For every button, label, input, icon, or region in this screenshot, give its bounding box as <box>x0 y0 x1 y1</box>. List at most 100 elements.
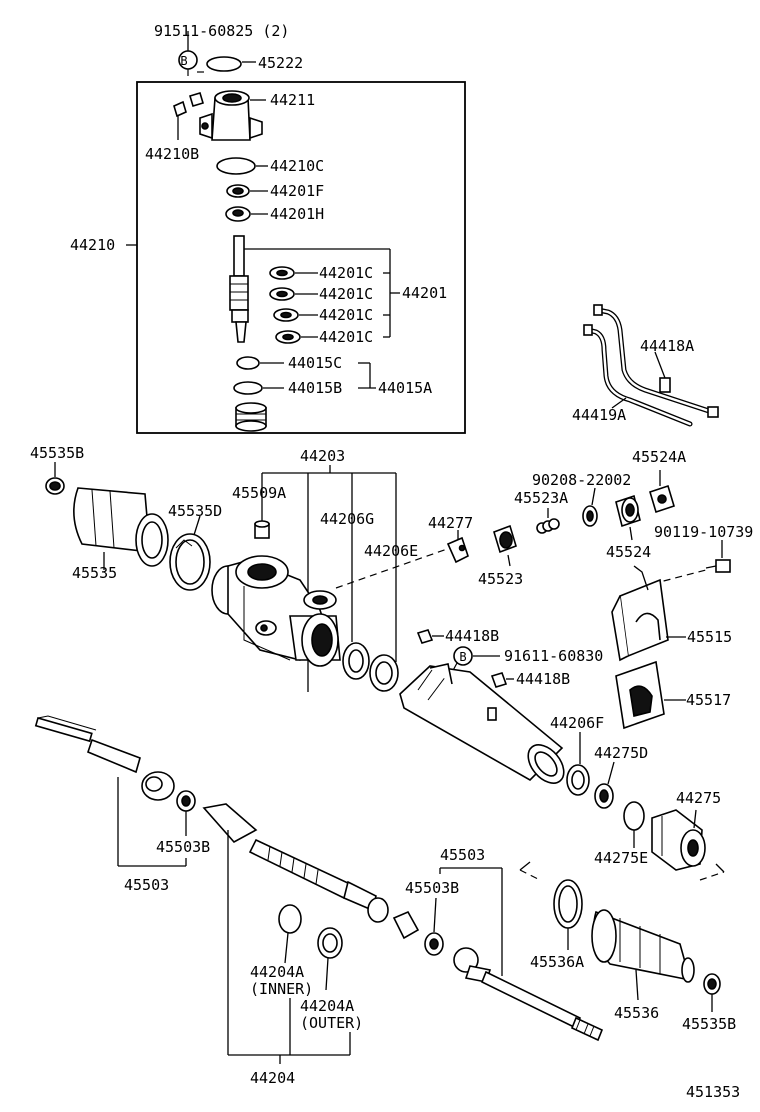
label-45535B-lower: 45535B <box>682 1015 736 1033</box>
label-44277: 44277 <box>428 514 473 532</box>
label-90208-22002: 90208-22002 <box>532 471 631 489</box>
label-44201C-3: 44201C <box>319 306 373 324</box>
part-45222-cap <box>206 56 242 72</box>
label-44210B: 44210B <box>145 145 199 163</box>
part-44015B <box>233 381 263 395</box>
label-44201C-4: 44201C <box>319 328 373 346</box>
label-44418A: 44418A <box>640 337 694 355</box>
valve-assembly-box <box>136 81 466 434</box>
part-45515-bracket <box>611 565 669 662</box>
label-45222: 45222 <box>258 54 303 72</box>
part-45523-bushing <box>493 524 517 554</box>
label-44015A: 44015A <box>378 379 432 397</box>
part-44015A-plug <box>235 402 267 432</box>
part-44015C <box>236 356 260 370</box>
label-b-upper: B <box>180 54 187 68</box>
label-44204: 44204 <box>250 1069 295 1087</box>
part-45524-bushing <box>615 494 641 528</box>
label-45536: 45536 <box>614 1004 659 1022</box>
part-44201F-seal <box>226 184 250 198</box>
part-45517-bushing <box>615 660 665 730</box>
label-45523A: 45523A <box>514 489 568 507</box>
part-45535-boot <box>73 487 169 567</box>
label-44204A-outer-note: (OUTER) <box>300 1014 363 1032</box>
label-91611-60830: 91611-60830 <box>504 647 603 665</box>
label-90119-10739: 90119-10739 <box>654 523 753 541</box>
label-45524: 45524 <box>606 543 651 561</box>
part-45509A-plug <box>254 520 270 539</box>
part-44277-plug <box>446 536 469 564</box>
part-44206G-seal <box>342 642 370 680</box>
part-45524A-nut <box>649 484 675 514</box>
part-44204A-outer <box>317 927 343 959</box>
part-45503B-nut-left <box>176 790 196 812</box>
label-44418B-upper: 44418B <box>445 627 499 645</box>
part-45503-tie-rod-end-left <box>34 715 175 801</box>
label-91511-60825: 91511-60825 (2) <box>154 22 289 40</box>
callout-b-lower <box>453 646 473 666</box>
part-44201-valve-shaft <box>229 235 249 343</box>
label-44015B: 44015B <box>288 379 342 397</box>
label-44418B-lower: 44418B <box>516 670 570 688</box>
label-44201H: 44201H <box>270 205 324 223</box>
label-44204A-inner-note: (INNER) <box>250 980 313 998</box>
part-44204A-inner <box>278 904 302 934</box>
part-45503-tie-rod-right <box>453 947 604 1042</box>
part-44211-housing <box>199 90 263 141</box>
part-44203-rack-housing <box>211 555 341 667</box>
part-44210B-bolts <box>173 92 204 118</box>
part-44418B-lower <box>490 672 508 688</box>
label-45503-left: 45503 <box>124 876 169 894</box>
part-90208-washer <box>582 505 598 527</box>
label-45517: 45517 <box>686 691 731 709</box>
label-45536A: 45536A <box>530 953 584 971</box>
part-44201C-rings <box>269 266 301 344</box>
label-44204A-inner: 44204A <box>250 963 304 981</box>
diagram-id: 451353 <box>686 1083 740 1101</box>
label-45523: 45523 <box>478 570 523 588</box>
part-44206F-seal <box>566 764 590 796</box>
label-44203: 44203 <box>300 447 345 465</box>
label-44201C-1: 44201C <box>319 264 373 282</box>
part-44418B-upper <box>416 629 434 644</box>
part-45535D-clamp <box>169 533 211 591</box>
label-45503B-right: 45503B <box>405 879 459 897</box>
label-44275D: 44275D <box>594 744 648 762</box>
label-44201C-2: 44201C <box>319 285 373 303</box>
label-44275: 44275 <box>676 789 721 807</box>
part-44275E-oring <box>623 801 645 831</box>
label-44211: 44211 <box>270 91 315 109</box>
part-44275D-bushing <box>594 783 614 809</box>
part-cylinder-tube <box>399 663 565 784</box>
label-44201F: 44201F <box>270 182 324 200</box>
label-45524A: 45524A <box>632 448 686 466</box>
label-44210: 44210 <box>70 236 115 254</box>
part-45523A-spring <box>536 518 560 534</box>
part-44210C-oring <box>216 157 256 175</box>
label-45503B-left: 45503B <box>156 838 210 856</box>
label-45535B-upper: 45535B <box>30 444 84 462</box>
label-44201: 44201 <box>402 284 447 302</box>
label-44015C: 44015C <box>288 354 342 372</box>
label-45509A: 45509A <box>232 484 286 502</box>
label-44275E: 44275E <box>594 849 648 867</box>
part-45503B-nut-right <box>424 932 444 956</box>
label-45515: 45515 <box>687 628 732 646</box>
label-b-lower: B <box>459 650 466 664</box>
part-45535B-clamp-lower <box>703 973 721 995</box>
part-45536A-clamp <box>553 879 583 929</box>
label-44204A-outer: 44204A <box>300 997 354 1015</box>
part-45536-boot <box>591 909 695 983</box>
part-44275-stopper <box>651 809 706 871</box>
part-45535B-clamp-upper <box>45 477 65 495</box>
label-44206F: 44206F <box>550 714 604 732</box>
label-45535: 45535 <box>72 564 117 582</box>
part-rack-end-joint <box>392 910 420 940</box>
part-90119-bolt <box>705 559 731 573</box>
label-45535D: 45535D <box>168 502 222 520</box>
label-44206G: 44206G <box>320 510 374 528</box>
part-44204-rack <box>202 803 389 923</box>
part-44201H-bearing <box>225 206 251 222</box>
